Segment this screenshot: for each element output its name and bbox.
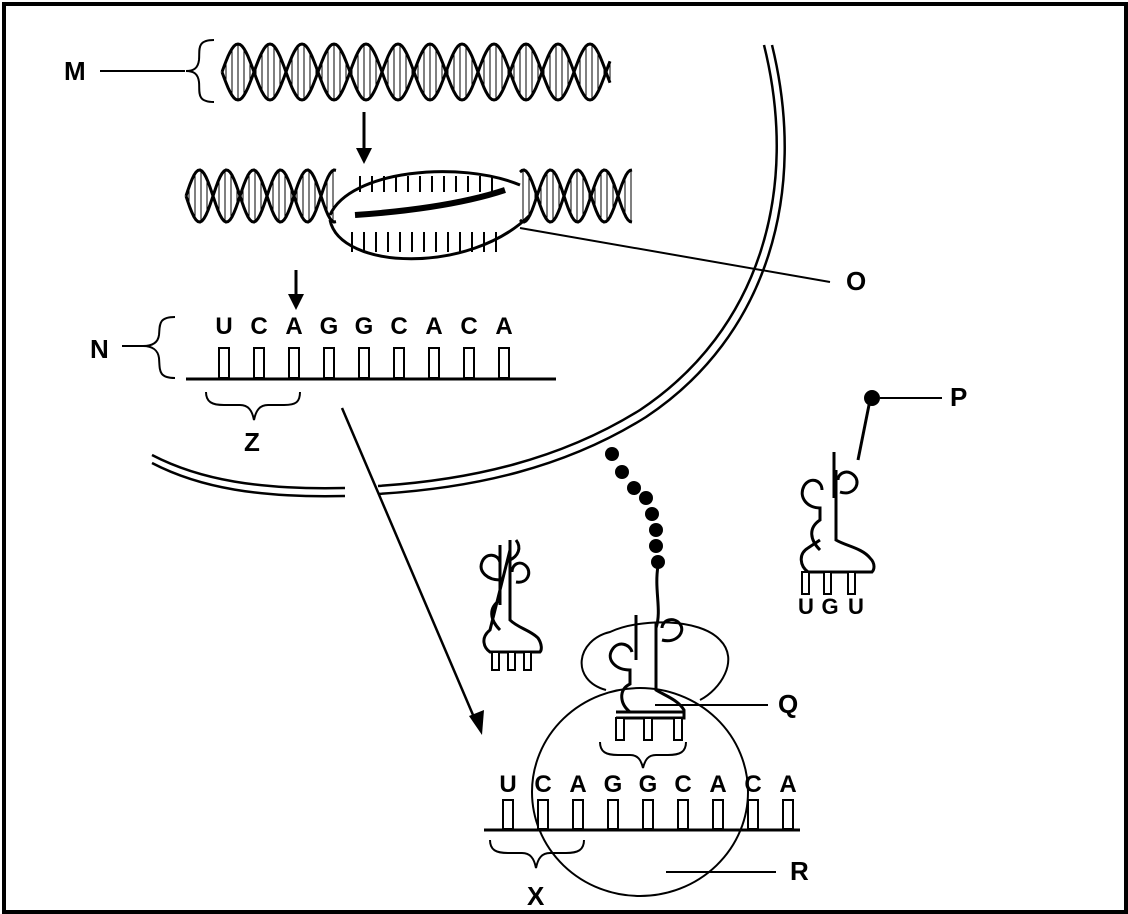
mrna-ribosome-base-letter: G [639,771,658,798]
polypeptide-chain [605,447,665,629]
mrna-nucleus-nucleotide [498,347,510,379]
dna-double-helix [220,42,612,102]
bracket-n [122,316,176,379]
amino-acid-bead [651,555,665,569]
mrna-nucleus-base-letter: G [320,313,339,340]
mrna-nucleus-nucleotide [218,347,230,379]
trna-anticodon-letter: U [798,594,814,619]
label-m: M [64,56,86,86]
mrna-nucleus-nucleotide [393,347,405,379]
trna-free-right [799,399,876,595]
mrna-ribosome-base-letter: A [709,771,726,798]
mrna-ribosome-nucleotide [712,799,724,830]
mrna-nucleus-nucleotide [463,347,475,379]
mrna-ribosome-nucleotide [677,799,689,830]
amino-acid-bead [645,507,659,521]
mrna-ribosome-nucleotide [642,799,654,830]
mrna-ribosome-base-letter: A [569,771,586,798]
amino-acid-bead [627,481,641,495]
label-p: P [950,382,967,412]
arrow-mrna-release [288,270,304,310]
mrna-nucleus-base-letter: G [355,313,374,340]
mrna-ribosome-nucleotide [537,799,549,830]
label-n: N [90,334,109,364]
mrna-ribosome-nucleotide [607,799,619,830]
label-z: Z [244,427,260,457]
bracket-codon-pairing [599,741,687,769]
trna-free-left [479,539,543,671]
mrna-nucleus-nucleotide [428,347,440,379]
amino-acid-bead [615,465,629,479]
mrna-ribosome-nucleotide [502,799,514,830]
mrna-nucleus-nucleotide [358,347,370,379]
label-o: O [846,266,866,296]
mrna-ribosome-base-letter: C [534,771,551,798]
arrow-transcription-start [356,112,372,164]
label-q: Q [778,689,798,719]
mrna-nucleus-nucleotide [288,347,300,379]
bracket-z [205,391,301,421]
nascent-mrna-strand [354,187,506,218]
amino-acid-bead [605,447,619,461]
amino-acid-bead [639,491,653,505]
amino-acid-bead [649,539,663,553]
mrna-nucleus-base-letter: A [285,313,302,340]
bubble-bottom-strand [328,213,532,261]
mrna-nucleus-base-letter: C [460,313,477,340]
amino-acid-bead [649,523,663,537]
mrna-ribosome-base-letter: A [779,771,796,798]
mrna-ribosome-nucleotide [782,799,794,830]
peptide-link [654,565,660,629]
mrna-nucleus-base-letter: C [250,313,267,340]
trna-anticodon-letter: U [848,594,864,619]
nuclear-membrane [151,44,786,498]
bracket-m [185,39,215,103]
mrna-nucleus-base-letter: U [215,313,232,340]
bubble-top-strand [328,170,521,216]
mrna-ribosome-nucleotide [572,799,584,830]
mrna-ribosome-base-letter: C [744,771,761,798]
mrna-nucleus-base-letter: C [390,313,407,340]
mrna-nucleus-nucleotide [323,347,335,379]
trna-anticodon-letter: G [821,594,838,619]
mrna-nucleus-nucleotide [253,347,265,379]
mrna-ribosome-base-letter: C [674,771,691,798]
mrna-ribosome-nucleotide [747,799,759,830]
bracket-x [489,839,585,869]
mrna-nucleus-base-letter: A [495,313,512,340]
amino-acid-p [864,390,880,406]
label-r: R [790,856,809,886]
mrna-ribosome-base-letter: U [499,771,516,798]
arrow-mrna-export [340,407,484,735]
label-o-leader [519,227,831,283]
dna-transcription-bubble [184,168,633,261]
mrna-ribosome-base-letter: G [604,771,623,798]
trna-bound [608,615,686,741]
mrna-nucleus-base-letter: A [425,313,442,340]
label-x: X [527,881,545,911]
